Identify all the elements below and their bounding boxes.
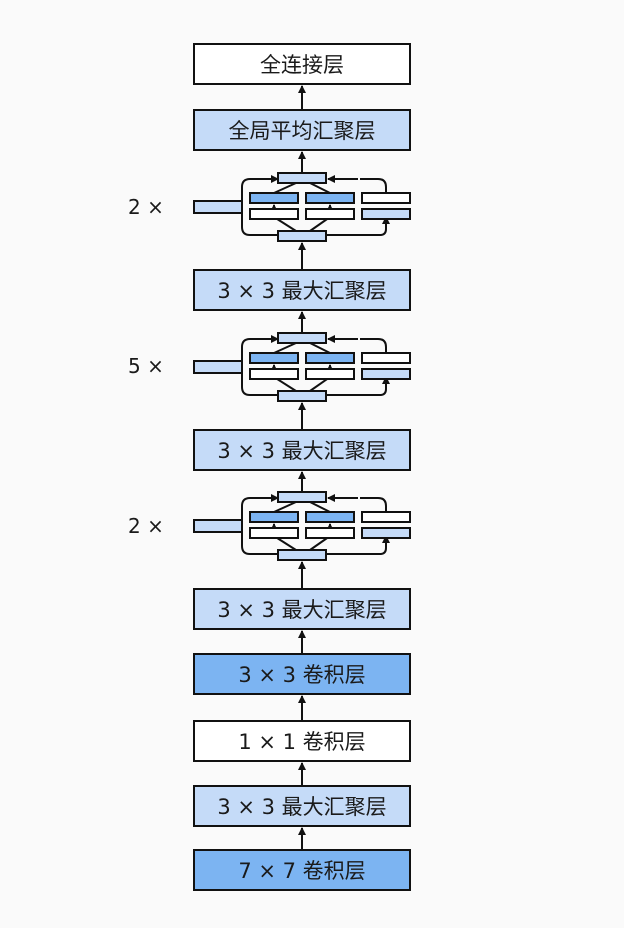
inception-group-3-branch-1-bottom	[249, 208, 299, 220]
inception-group-1-branch-1-bottom	[249, 527, 299, 539]
inception-group-3-loop-bottom-left	[241, 207, 278, 236]
inception-group-2-fan-3	[273, 342, 297, 354]
inception-group-1-multiplier: 2 ×	[128, 514, 164, 538]
inception-group-1-branch-2-top	[305, 511, 355, 523]
layer-global-pool-box	[193, 109, 411, 151]
inception-group-1-input-box	[193, 519, 243, 533]
layer-conv3x3-box	[193, 653, 411, 695]
inception-group-2-concat-box	[277, 332, 327, 344]
inception-group-1-split-box	[277, 549, 327, 561]
inception-group-3-input-box	[193, 200, 243, 214]
inception-group-2-branch-2-bottom	[305, 368, 355, 380]
inception-group-1-fan-3	[273, 501, 297, 513]
layer-maxpool-0-box	[193, 785, 411, 827]
inception-group-2-input-box	[193, 360, 243, 374]
inception-group-3-loop-top-left	[241, 175, 279, 207]
inception-group-2-branch-1-bottom	[249, 368, 299, 380]
inception-group-2-multiplier: 5 ×	[128, 354, 164, 378]
inception-group-3-branch-2-top	[305, 192, 355, 204]
inception-group-3-concat-box	[277, 172, 327, 184]
inception-group-2-fan-4	[309, 342, 331, 354]
inception-group-3-fan-3	[273, 182, 297, 194]
inception-group-2-loop-top-left	[241, 335, 279, 367]
inception-group-1-loop-bottom-right	[326, 535, 390, 555]
layer-maxpool-1-box	[193, 588, 411, 630]
inception-group-2-branch-1-top	[249, 352, 299, 364]
inception-group-2-split-box	[277, 390, 327, 402]
inception-group-3-multiplier: 2 ×	[128, 195, 164, 219]
inception-group-1-branch-2-bottom	[305, 527, 355, 539]
layer-maxpool-3-box	[193, 269, 411, 311]
inception-group-3-branch-1-top	[249, 192, 299, 204]
layer-conv1x1-box	[193, 720, 411, 762]
inception-group-1-branch-3-top	[361, 511, 411, 523]
inception-group-2-loop-bottom-left	[241, 367, 278, 396]
inception-group-3-split-box	[277, 230, 327, 242]
inception-group-1-branch-1-top	[249, 511, 299, 523]
inception-group-2-branch-3-top	[361, 352, 411, 364]
inception-group-2-loop-bottom-right	[326, 376, 390, 396]
inception-group-2-loop-top-right	[360, 338, 387, 359]
inception-group-1-concat-box	[277, 491, 327, 503]
inception-group-3-loop-top-right	[360, 178, 387, 199]
layer-fc-box	[193, 43, 411, 85]
inception-group-1-loop-top-right	[360, 497, 387, 518]
inception-group-1-fan-4	[309, 501, 331, 513]
inception-group-1-loop-bottom-left	[241, 526, 278, 555]
inception-group-3-branch-3-top	[361, 192, 411, 204]
inception-group-2-branch-3-bottom	[361, 368, 411, 380]
inception-group-1-loop-top-left	[241, 494, 279, 526]
inception-group-1-branch-3-bottom	[361, 527, 411, 539]
inception-group-3-fan-4	[309, 182, 331, 194]
inception-group-3-branch-2-bottom	[305, 208, 355, 220]
inception-group-3-loop-bottom-right	[326, 216, 390, 236]
layer-maxpool-2-box	[193, 429, 411, 471]
inception-group-3-branch-3-bottom	[361, 208, 411, 220]
inception-group-2-branch-2-top	[305, 352, 355, 364]
layer-conv7x7-box	[193, 849, 411, 891]
